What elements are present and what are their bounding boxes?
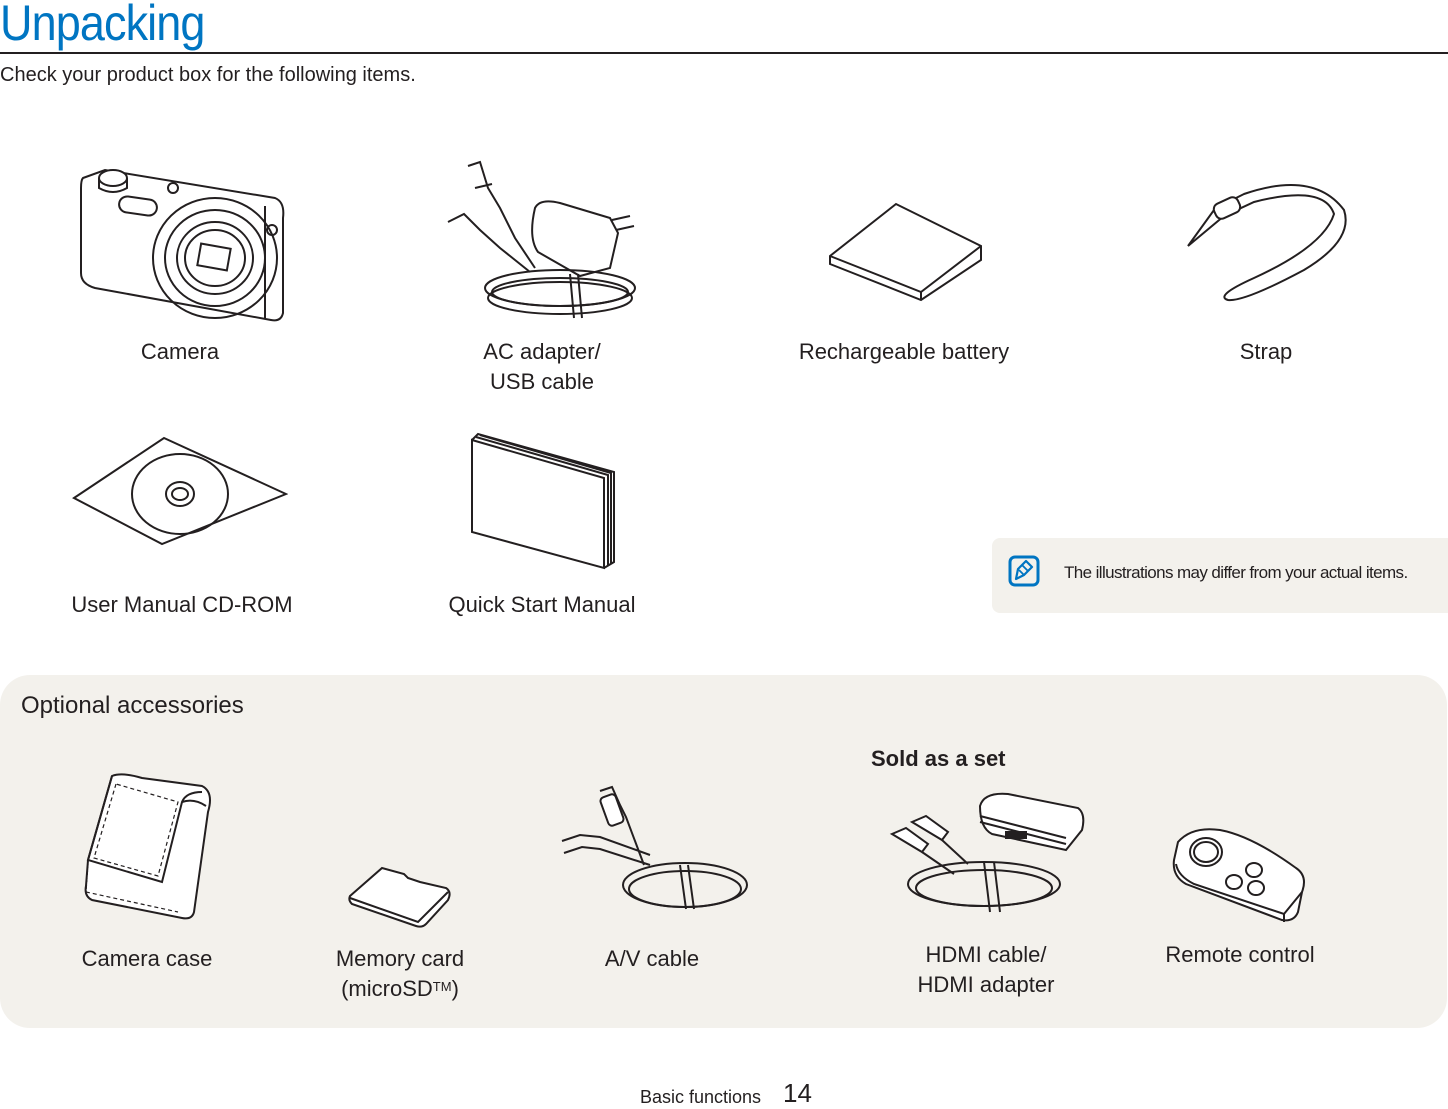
accessory-remote-control bbox=[1172, 826, 1308, 924]
accessory-camera-case bbox=[82, 772, 212, 922]
title-divider bbox=[0, 52, 1448, 54]
item-label-ac-adapter: AC adapter/ USB cable bbox=[483, 339, 601, 394]
memory-card-icon bbox=[348, 866, 451, 928]
item-label-strap: Strap bbox=[1239, 339, 1293, 364]
item-strap bbox=[1184, 170, 1350, 310]
battery-icon bbox=[829, 202, 982, 302]
accessory-label-camera-case: Camera case bbox=[81, 946, 213, 971]
item-label-battery: Rechargeable battery bbox=[798, 339, 1010, 364]
item-battery bbox=[826, 200, 986, 302]
item-cd-rom bbox=[72, 436, 288, 546]
remote-control-icon bbox=[1172, 828, 1305, 922]
item-label-quick-start-manual: Quick Start Manual bbox=[448, 592, 636, 617]
accessory-av-cable bbox=[560, 785, 750, 920]
footer-page-number: 14 bbox=[783, 1078, 812, 1108]
item-label-cd-rom: User Manual CD-ROM bbox=[71, 592, 293, 617]
page-title: Unpacking bbox=[0, 0, 205, 51]
av-cable-icon bbox=[561, 785, 748, 910]
item-camera bbox=[75, 158, 287, 324]
page-subtitle: Check your product box for the following… bbox=[0, 64, 416, 86]
pencil-note-icon bbox=[1008, 555, 1040, 587]
accessory-memory-card bbox=[348, 866, 454, 928]
note-text: The illustrations may differ from your a… bbox=[1064, 563, 1408, 582]
item-label-camera: Camera bbox=[140, 339, 220, 364]
accessory-label-av-cable: A/V cable bbox=[604, 946, 700, 971]
manual-booklet-icon bbox=[471, 432, 615, 570]
strap-icon bbox=[1187, 184, 1347, 302]
accessory-label-memory-card: Memory card (microSDTM) bbox=[335, 946, 465, 1001]
optional-accessories-title: Optional accessories bbox=[21, 692, 244, 719]
item-ac-adapter bbox=[440, 158, 640, 324]
accessory-label-remote-control: Remote control bbox=[1165, 942, 1315, 967]
camera-case-icon bbox=[84, 773, 211, 920]
accessory-hdmi-set bbox=[888, 788, 1088, 928]
cd-rom-icon bbox=[72, 436, 288, 546]
camera-icon bbox=[80, 168, 285, 322]
accessory-label-hdmi-set: HDMI cable/ HDMI adapter bbox=[917, 942, 1055, 997]
sold-as-set-heading: Sold as a set bbox=[871, 746, 1006, 771]
ac-adapter-usb-cable-icon bbox=[447, 160, 636, 319]
note-box: The illustrations may differ from your a… bbox=[992, 538, 1448, 613]
hdmi-cable-adapter-icon bbox=[889, 792, 1085, 913]
item-quick-start-manual bbox=[468, 432, 618, 572]
footer-section-name: Basic functions bbox=[640, 1087, 762, 1107]
